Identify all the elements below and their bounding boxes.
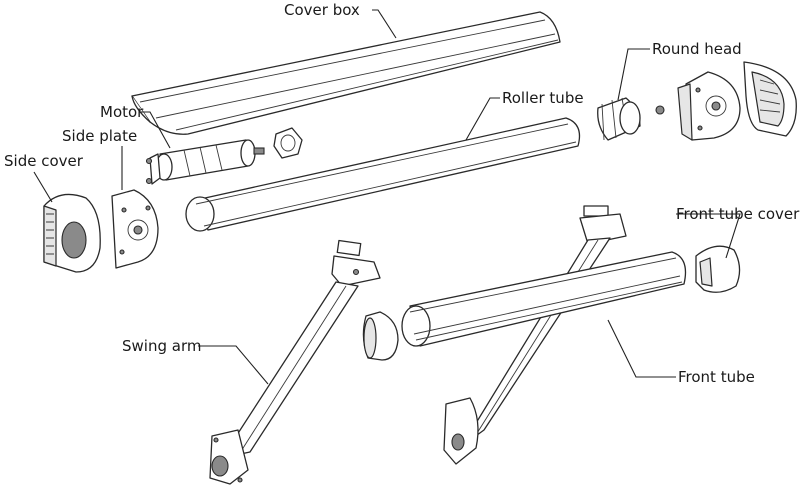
label-roller-tube: Roller tube: [502, 89, 584, 107]
label-front-tube: Front tube: [678, 368, 755, 386]
roller-tube-leader: [465, 97, 500, 141]
round-head-leader: [617, 48, 650, 101]
side-cover-part: [43, 193, 101, 273]
label-front-tube-cover: Front tube cover: [676, 205, 800, 223]
swing-arm-right-part: [443, 205, 627, 465]
adapter-ring-part: [273, 127, 303, 159]
label-cover-box: Cover box: [284, 1, 360, 19]
right-end-cap-part: [743, 61, 797, 137]
swing-arm-left-part: [209, 239, 381, 485]
label-motor: Motor: [100, 103, 144, 121]
label-round-head: Round head: [652, 40, 742, 58]
front-tube-cover-leader: [676, 213, 741, 259]
label-side-plate: Side plate: [62, 127, 138, 145]
round-head-part: [597, 97, 665, 141]
label-swing-arm: Swing arm: [122, 337, 202, 355]
right-side-plate-part: [677, 71, 741, 141]
label-side-cover: Side cover: [4, 152, 83, 170]
roller-tube-part: [185, 117, 581, 232]
side-cover-leader: [33, 171, 53, 203]
swing-arm-leader: [198, 345, 269, 385]
front-tube-stopper-part: [362, 311, 399, 361]
front-tube-cover-part: [695, 245, 741, 293]
motor-leader: [140, 111, 171, 149]
side-plate-part: [111, 189, 159, 269]
front-tube-part: [401, 251, 687, 347]
front-tube-leader: [607, 319, 676, 378]
motor-part: [145, 139, 265, 185]
cover-box-part: [131, 11, 561, 135]
cover-box-leader: [372, 9, 397, 39]
